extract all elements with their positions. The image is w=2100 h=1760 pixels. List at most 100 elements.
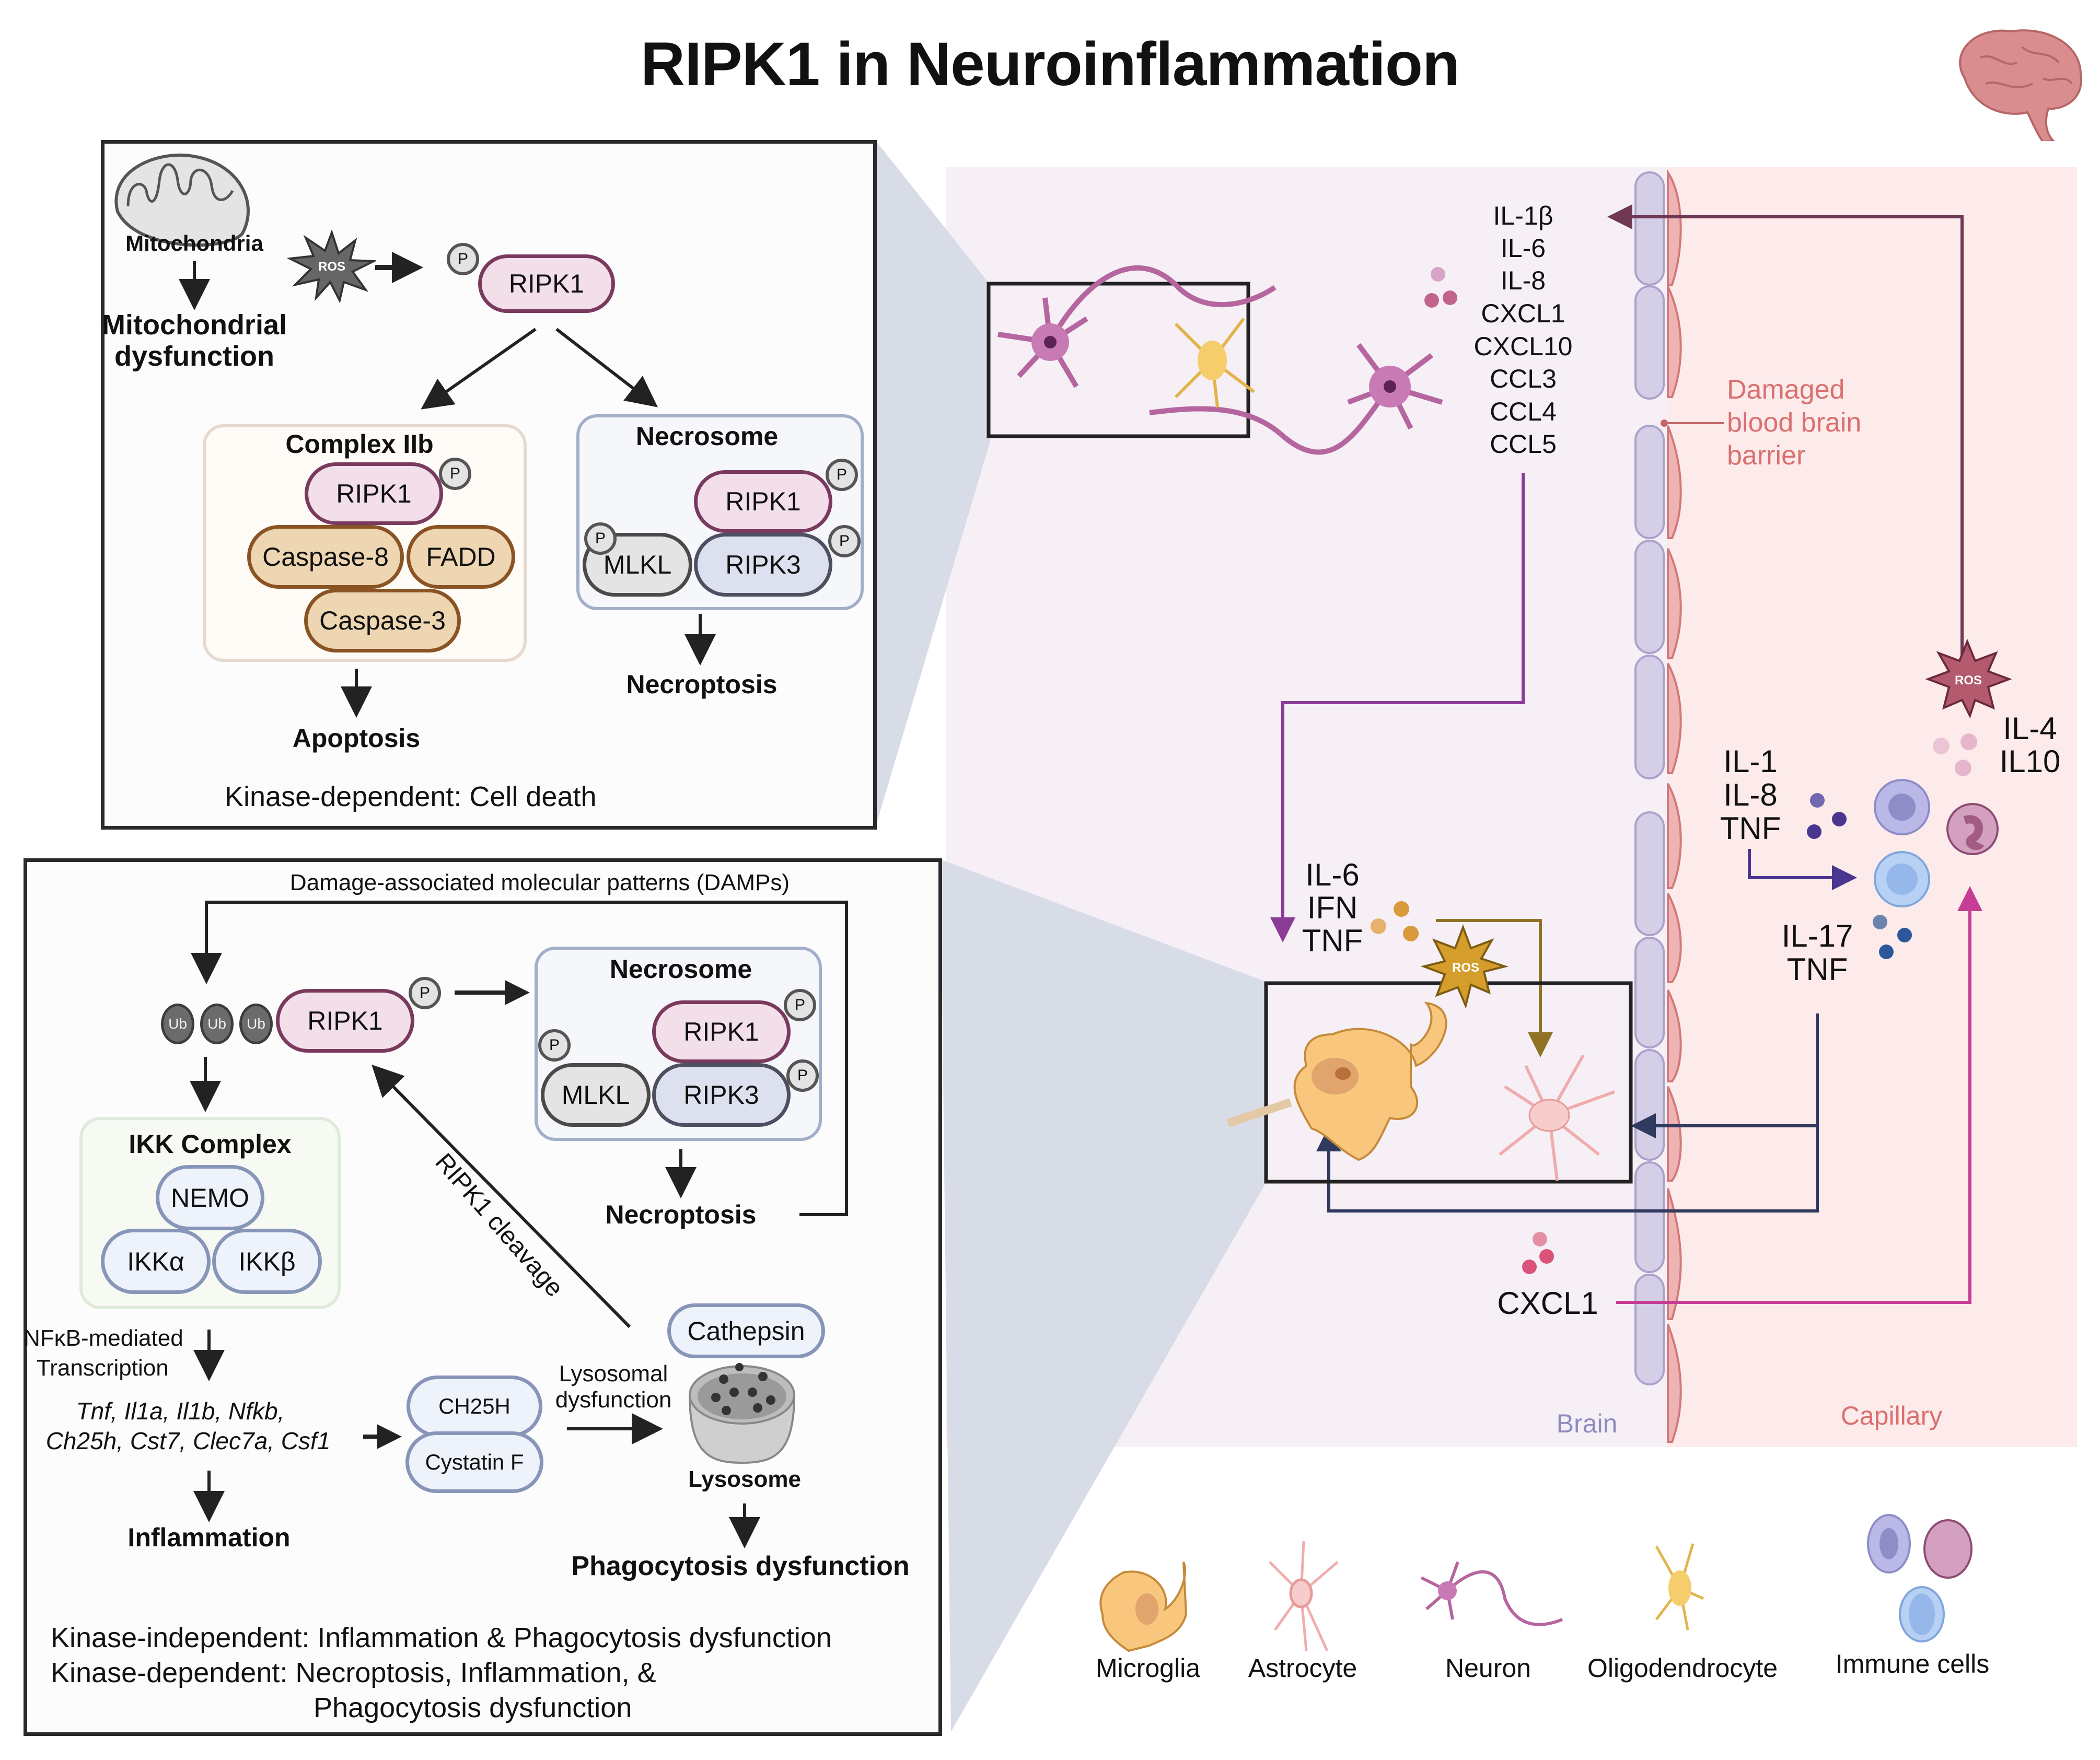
microglia-cell: [1226, 1001, 1447, 1161]
il17-to-microglia-arrow: [1316, 1123, 1819, 1213]
lysosomal-dysfunction-line1: Lysosomal: [559, 1361, 668, 1386]
legend-microglia-icon: [1099, 1561, 1188, 1652]
damps-feedback-arrow: [191, 901, 848, 1216]
cathepsin-node: Cathepsin: [667, 1303, 825, 1358]
bottom-footer-line2: Kinase-dependent: Necroptosis, Inflammat…: [51, 1657, 656, 1688]
capillary-cytokine-il8: IL-8: [1723, 777, 1778, 812]
cxcl1-to-immune-arrow: [1616, 886, 1982, 1304]
top-panel-footer: Kinase-dependent: Cell death: [225, 781, 597, 812]
anti-inflammatory-il4: IL-4: [2003, 711, 2057, 746]
complex-iib-title: Complex IIb: [285, 429, 434, 459]
mlkl-node: MLKL: [541, 1063, 651, 1127]
ros-starburst-icon: ROS: [1925, 638, 2012, 719]
ripk3-node: RIPK3: [652, 1063, 791, 1127]
nfkb-label-line1: NFκB-mediated: [24, 1325, 183, 1351]
ubiquitin-bead: Ub: [239, 1004, 273, 1044]
legend-neuron: Neuron: [1445, 1653, 1531, 1683]
phospho-badge: P: [584, 522, 617, 555]
ripk1-node: RIPK1: [478, 254, 615, 313]
phospho-badge: P: [409, 977, 441, 1009]
phospho-badge: P: [826, 459, 858, 491]
bottom-footer-line3: Phagocytosis dysfunction: [314, 1692, 632, 1723]
lysosome-icon: [688, 1363, 796, 1464]
astrocyte-soma: [1528, 1099, 1570, 1132]
cytokine-il8: IL-8: [1500, 266, 1546, 295]
ros-starburst-icon: ROS: [287, 230, 376, 303]
phagocytosis-dysfunction-label: Phagocytosis dysfunction: [571, 1551, 910, 1581]
cytokine-dots-cxcl1: [1522, 1232, 1554, 1274]
cytokine-dots-il17: [1873, 915, 1912, 959]
damaged-bbb-line3: barrier: [1727, 440, 1806, 471]
necrosome-ripk1: RIPK1: [694, 470, 832, 533]
neuron-cell-left: [997, 265, 1277, 388]
legend-oligodendrocyte: Oligodendrocyte: [1587, 1653, 1778, 1683]
phospho-badge: P: [447, 243, 479, 275]
bottom-footer-line1: Kinase-independent: Inflammation & Phago…: [51, 1622, 832, 1653]
cytokines-to-microglia-arrow: [1270, 473, 1525, 942]
cytokine-ccl3: CCL3: [1490, 364, 1557, 393]
lysosome-label: Lysosome: [688, 1466, 802, 1492]
capillary-cytokine-il17: IL-17: [1781, 918, 1853, 953]
ripk1-cleavage-arrow: [372, 1064, 631, 1328]
ikk-alpha-node: IKKα: [101, 1229, 211, 1294]
top-zoom-wedge: [875, 140, 990, 828]
necroptosis-label: Necroptosis: [605, 1200, 757, 1229]
capillary-cytokine-tnf: TNF: [1720, 811, 1781, 846]
microglia-to-astrocyte-arrow: [1436, 919, 1553, 1057]
arrow-ripk1-to-complex-iib: [421, 328, 537, 410]
fadd-node: FADD: [407, 525, 515, 589]
capillary-region: [1667, 167, 2077, 1447]
anti-inflammatory-dots: [1933, 733, 1977, 776]
legend-astrocyte-icon: [1269, 1541, 1339, 1652]
damps-label: Damage-associated molecular patterns (DA…: [289, 870, 790, 895]
necrosome-title: Necrosome: [635, 422, 779, 451]
cytokine-dots-microglia: [1371, 901, 1419, 941]
cytokine-cxcl10: CXCL10: [1474, 332, 1573, 361]
neuron-cell-right: [1149, 343, 1443, 455]
nemo-node: NEMO: [156, 1165, 264, 1230]
phospho-badge: P: [538, 1029, 571, 1062]
bottom-zoom-wedge: [941, 859, 1267, 1732]
immune-cells-capillary: [1874, 779, 1999, 907]
ros-to-cytokines-arrow: [1607, 204, 1964, 677]
microglia-cytokine-tnf: TNF: [1302, 923, 1363, 958]
apoptosis-label: Apoptosis: [292, 724, 421, 753]
ripk1-node: RIPK1: [276, 989, 414, 1053]
oligodendrocyte: [1174, 318, 1255, 408]
cytokines-to-immune-arrow: [1748, 849, 1857, 890]
necroptosis-label: Necroptosis: [626, 670, 778, 699]
legend-astrocyte: Astrocyte: [1248, 1653, 1358, 1683]
cytokine-il1b: IL-1β: [1493, 201, 1553, 230]
ros-label: ROS: [1955, 673, 1982, 687]
complex-iib-ripk1: RIPK1: [305, 462, 443, 525]
microglia-cytokine-il6: IL-6: [1305, 857, 1360, 892]
lysosomal-dysfunction-line2: dysfunction: [555, 1387, 672, 1413]
legend-microglia: Microglia: [1095, 1653, 1201, 1683]
ros-label: ROS: [1452, 961, 1479, 975]
ros-label: ROS: [318, 260, 345, 274]
phospho-badge: P: [784, 989, 816, 1021]
cytokine-ccl5: CCL5: [1490, 429, 1557, 459]
damaged-bbb-line1: Damaged: [1727, 375, 1845, 405]
ripk3-node: RIPK3: [694, 533, 832, 597]
necrosome-ripk1: RIPK1: [652, 1000, 791, 1063]
caspase-3-node: Caspase-3: [304, 589, 461, 652]
phospho-badge: P: [828, 525, 861, 557]
bbb-capillary-cells: [1667, 169, 1682, 1443]
cytokine-ccl4: CCL4: [1490, 397, 1557, 426]
anti-inflammatory-il10: IL10: [1999, 744, 2061, 779]
cxcl1-label: CXCL1: [1497, 1286, 1598, 1321]
legend-immune-cells: Immune cells: [1835, 1649, 1990, 1679]
cytokine-dots-neuron: [1424, 267, 1457, 308]
phospho-badge: P: [786, 1059, 819, 1092]
ros-starburst-icon: ROS: [1420, 924, 1509, 1009]
ubiquitin-bead: Ub: [161, 1004, 194, 1044]
caspase-8-node: Caspase-8: [247, 525, 404, 589]
brain-icon: [1959, 29, 2083, 141]
ikk-complex-title: IKK Complex: [129, 1129, 292, 1159]
capillary-cytokine-tnf2: TNF: [1786, 952, 1848, 987]
astrocyte-cell: [1499, 1054, 1616, 1181]
